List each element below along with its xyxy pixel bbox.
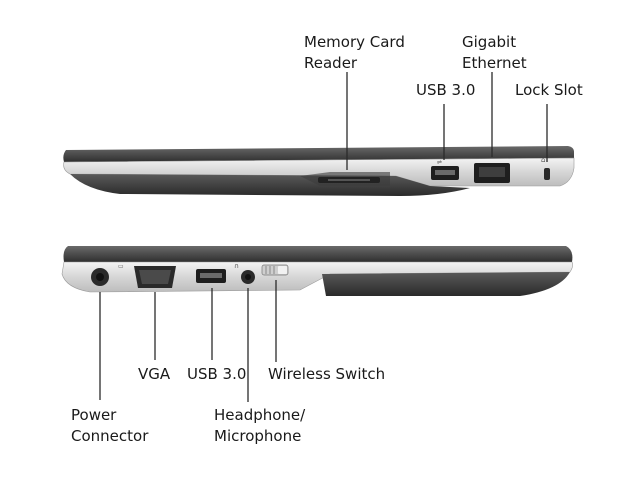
label-lock-slot: Lock Slot bbox=[515, 80, 583, 101]
label-usb-right: USB 3.0 bbox=[416, 80, 475, 101]
label-gigabit-ethernet: Gigabit Ethernet bbox=[462, 32, 527, 74]
ethernet-port-inner bbox=[479, 167, 505, 177]
leader-lines bbox=[99, 72, 548, 402]
vga-symbol: ▭ bbox=[118, 263, 124, 270]
label-line: USB 3.0 bbox=[187, 365, 247, 383]
label-line: Wireless Switch bbox=[268, 365, 386, 383]
headphone-symbol: ∩ bbox=[234, 262, 239, 270]
label-line: Connector bbox=[71, 427, 149, 445]
laptop-right-side-view: ⇌ ⌂ bbox=[63, 146, 575, 196]
lid-top bbox=[63, 146, 574, 162]
label-headphone-microphone: Headphone/ Microphone bbox=[214, 405, 305, 447]
lock-slot bbox=[544, 168, 550, 180]
ethernet-port-clip bbox=[486, 177, 498, 181]
label-line: VGA bbox=[138, 365, 171, 383]
label-line: Reader bbox=[304, 54, 358, 72]
label-line: Gigabit bbox=[462, 33, 517, 51]
label-line: Power bbox=[71, 406, 117, 424]
label-wireless-switch: Wireless Switch bbox=[268, 364, 385, 385]
lock-symbol: ⌂ bbox=[541, 156, 545, 164]
vga-port-inner bbox=[139, 270, 171, 284]
laptop-left-side-view: ▭ ∩ bbox=[61, 246, 573, 296]
usb-port-right-tongue bbox=[435, 170, 455, 175]
label-line: Microphone bbox=[214, 427, 302, 445]
power-connector-pin bbox=[96, 273, 104, 281]
usb-symbol-right: ⇌ bbox=[437, 159, 442, 166]
label-vga: VGA bbox=[138, 364, 170, 385]
label-memory-card-reader: Memory Card Reader bbox=[304, 32, 405, 74]
silver-band-left-view bbox=[61, 261, 573, 293]
label-usb-left: USB 3.0 bbox=[187, 364, 246, 385]
label-line: Ethernet bbox=[462, 54, 527, 72]
wireless-switch-thumb bbox=[278, 266, 287, 274]
label-line: Lock Slot bbox=[515, 81, 583, 99]
usb-port-left-tongue bbox=[200, 273, 222, 278]
memory-card-slot-inner bbox=[328, 179, 370, 181]
base-bottom-left-view bbox=[322, 272, 570, 296]
label-line: Headphone/ bbox=[214, 406, 306, 424]
headphone-jack-hole bbox=[245, 274, 251, 280]
label-power-connector: Power Connector bbox=[71, 405, 148, 447]
label-line: USB 3.0 bbox=[416, 81, 476, 99]
label-line: Memory Card bbox=[304, 33, 405, 51]
lid-top-left-view bbox=[63, 246, 573, 262]
